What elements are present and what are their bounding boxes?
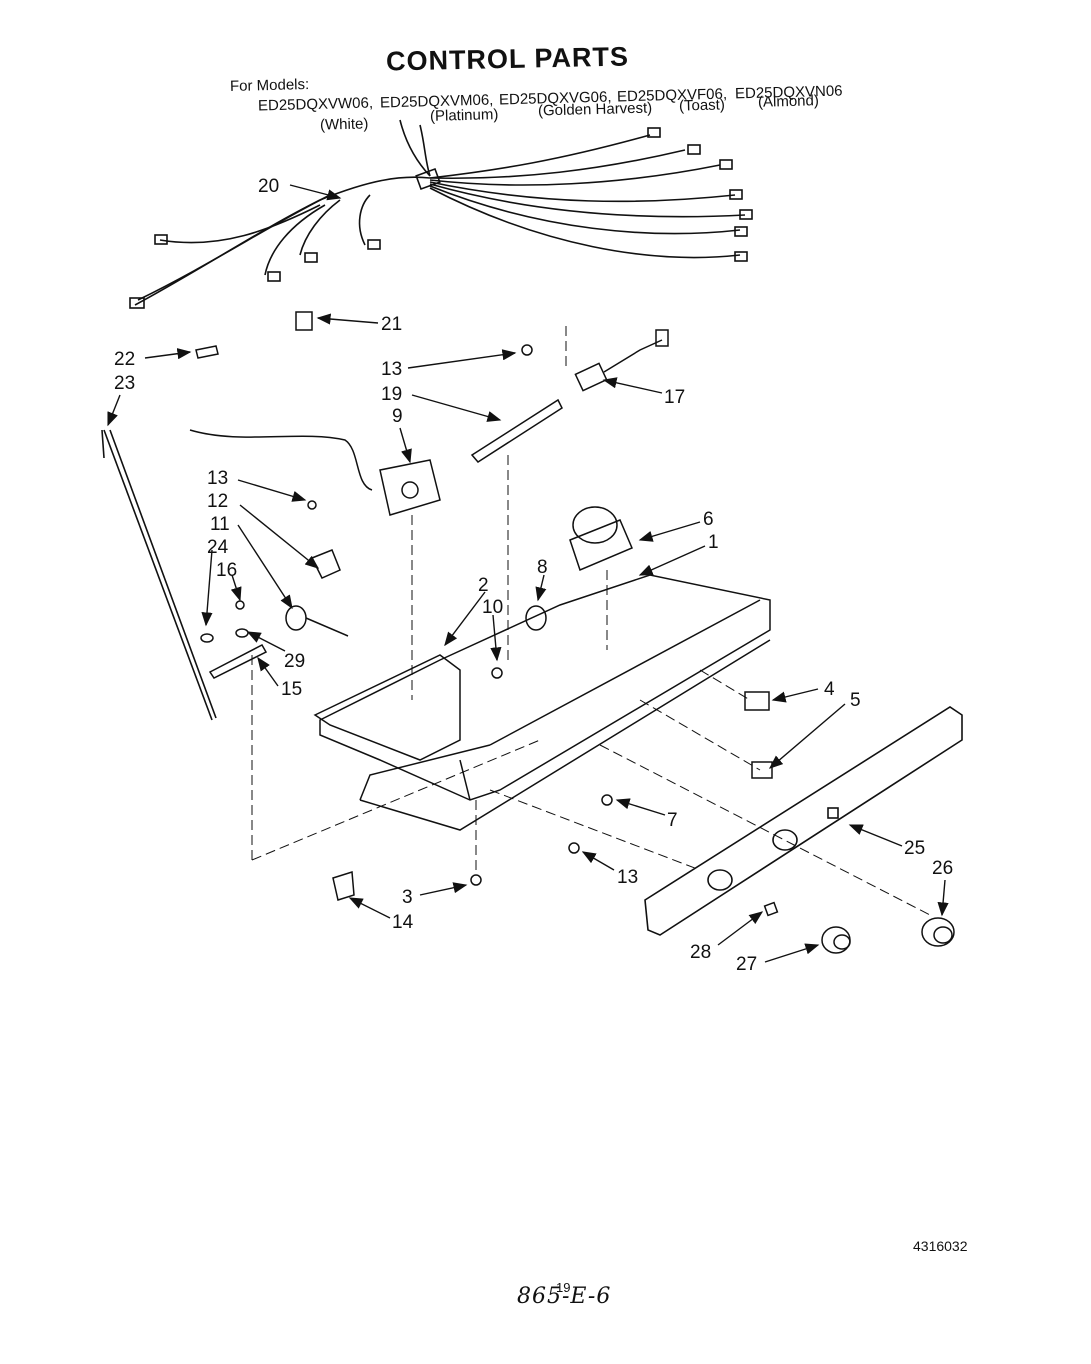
control-housing-1 bbox=[319, 574, 771, 831]
callout-8: 8 bbox=[537, 557, 548, 578]
leader-arrows bbox=[107, 184, 949, 963]
callout-27: 27 bbox=[736, 954, 757, 975]
callout-10: 10 bbox=[482, 597, 503, 618]
callout-13-left: 13 bbox=[207, 468, 228, 489]
callout-13-top: 13 bbox=[381, 359, 402, 380]
control-panel-25 bbox=[644, 706, 963, 936]
alignment-lines bbox=[251, 326, 931, 916]
callout-5: 5 bbox=[850, 690, 861, 711]
clip-28 bbox=[763, 901, 779, 917]
document-code: 4316032 bbox=[913, 1238, 968, 1254]
callout-26: 26 bbox=[932, 858, 953, 879]
callout-13-bottom: 13 bbox=[617, 867, 638, 888]
knob-27 bbox=[821, 926, 851, 954]
handwritten-note: 865-E-6 bbox=[517, 1284, 612, 1309]
callout-7: 7 bbox=[667, 810, 678, 831]
mounting-bracket-2 bbox=[313, 654, 461, 761]
callout-25: 25 bbox=[904, 838, 925, 859]
callout-11: 11 bbox=[210, 514, 230, 535]
callout-3: 3 bbox=[402, 887, 413, 908]
callout-12: 12 bbox=[207, 491, 228, 512]
callout-29: 29 bbox=[284, 651, 305, 672]
rod-23 bbox=[101, 429, 217, 721]
callout-17: 17 bbox=[664, 387, 685, 408]
callout-28: 28 bbox=[690, 942, 711, 963]
callout-16: 16 bbox=[216, 560, 237, 581]
knob-26 bbox=[921, 917, 955, 947]
callout-6: 6 bbox=[703, 509, 714, 530]
callout-9: 9 bbox=[392, 406, 403, 427]
callout-2: 2 bbox=[478, 575, 489, 596]
switch-4 bbox=[744, 691, 770, 711]
callout-22: 22 bbox=[114, 349, 135, 370]
callout-1: 1 bbox=[708, 532, 719, 553]
thermostat-9 bbox=[189, 429, 441, 516]
callout-21: 21 bbox=[381, 314, 402, 335]
page-number: 19 bbox=[556, 1280, 571, 1295]
callout-15: 15 bbox=[281, 679, 302, 700]
switch-5 bbox=[751, 761, 773, 779]
capacitor-17 bbox=[574, 329, 669, 392]
callout-20: 20 bbox=[258, 176, 279, 197]
wiring-harness bbox=[129, 119, 753, 309]
clip-22 bbox=[195, 345, 219, 359]
callout-24: 24 bbox=[207, 537, 229, 558]
callout-14: 14 bbox=[392, 912, 414, 933]
defrost-timer-6 bbox=[569, 506, 633, 572]
bracket-clip-21 bbox=[295, 311, 313, 331]
screws bbox=[332, 344, 613, 901]
thermistor-19 bbox=[470, 398, 563, 463]
damper-linkage bbox=[200, 500, 349, 679]
callout-4: 4 bbox=[824, 679, 835, 700]
callout-19: 19 bbox=[381, 384, 402, 405]
callout-23: 23 bbox=[114, 373, 135, 394]
